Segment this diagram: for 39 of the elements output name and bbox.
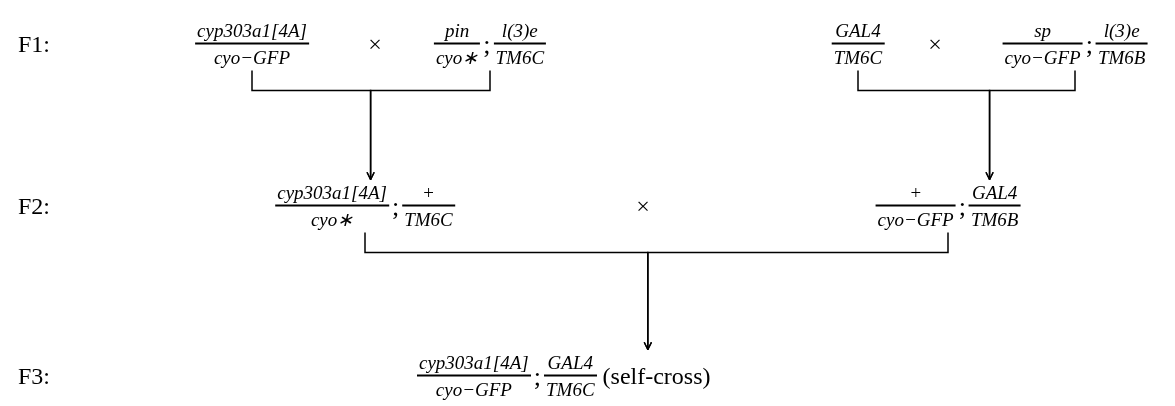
separator-text: ; [957,191,967,221]
fraction-denominator: TM6C [832,45,884,69]
cross-sign: × [928,30,942,58]
arrow [366,69,491,181]
separator-text: ; [532,361,542,391]
fraction-denominator: cyo−GFP [1003,45,1082,69]
note-text: (self-cross) [601,362,711,390]
separator-text: ; [1084,29,1094,59]
fraction-numerator: GAL4 [831,19,885,45]
separator-text: ; [482,29,492,59]
separator-text: ; [391,191,401,221]
arrow [643,231,949,351]
fraction-denominator: TM6C [403,207,454,231]
arrow [985,69,1076,181]
fraction-numerator: l(3)e [493,19,547,45]
fraction-numerator: GAL4 [544,351,597,377]
fraction-numerator: l(3)e [1095,19,1148,45]
fraction-numerator: cyp303a1[4A] [417,351,531,377]
fraction-denominator: cyo−GFP [434,377,513,401]
fraction-numerator: + [875,181,956,207]
fraction-denominator: TM6B [1096,45,1147,69]
fraction-denominator: cyo∗ [434,45,480,69]
generation-label: F3: [18,362,50,390]
fraction-denominator: cyo−GFP [212,45,292,69]
fraction-denominator: cyo∗ [309,207,355,231]
fraction-numerator: cyp303a1[4A] [275,181,389,207]
generation-label: F1: [18,30,50,58]
fraction-denominator: cyo−GFP [876,207,955,231]
fraction-denominator: TM6B [969,207,1020,231]
cross-sign: × [368,30,382,58]
fraction-numerator: + [402,181,455,207]
fraction-numerator: cyp303a1[4A] [195,19,309,45]
fraction-denominator: TM6C [545,377,596,401]
fraction-numerator: GAL4 [968,181,1021,207]
fraction-denominator: TM6C [494,45,546,69]
generation-label: F2: [18,192,50,220]
fraction-numerator: sp [1002,19,1083,45]
fraction-numerator: pin [433,19,481,45]
cross-sign: × [636,192,650,220]
